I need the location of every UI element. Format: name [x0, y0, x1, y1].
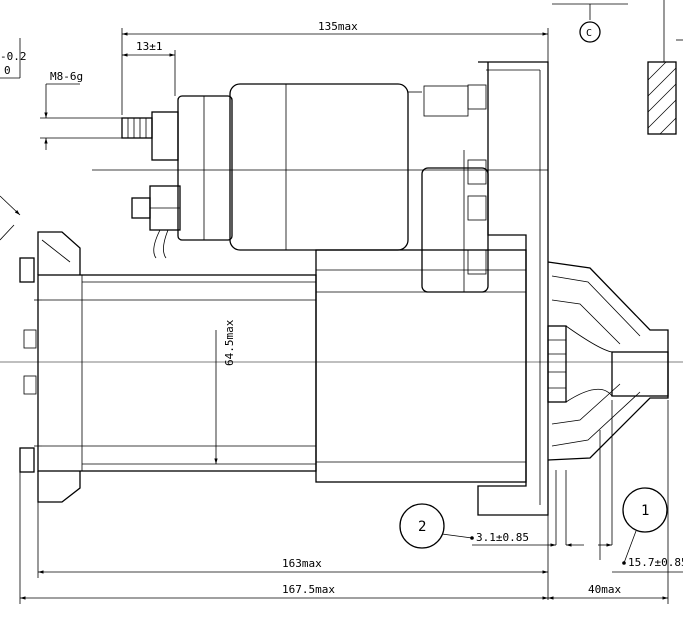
drive-housing [315, 61, 549, 516]
callout-balloon-c: C [579, 4, 601, 43]
dim-13-label: 13±1 [136, 40, 163, 53]
dim-15-7: 15.7±0.85 [598, 543, 683, 573]
callout-1-label: 1 [641, 503, 649, 519]
dim-163: 163max [37, 502, 549, 600]
dim-163-label: 163max [282, 557, 322, 570]
dim-64: 64.5max [214, 319, 236, 464]
tol-top-label: -0.2 [0, 50, 27, 63]
dim-64-label: 64.5max [223, 319, 236, 366]
solenoid [121, 83, 469, 259]
dim-40: 40max [548, 400, 669, 604]
callout-balloon-1: 1 [622, 487, 668, 564]
dim-40-label: 40max [588, 583, 621, 596]
dim-13: 13±1 [122, 40, 176, 96]
dim-15-7-label: 15.7±0.85 [628, 556, 683, 569]
tol-bottom-label: 0 [4, 64, 11, 77]
thread-callout: M8-6g [40, 70, 122, 150]
callout-c-label: C [586, 28, 592, 39]
thread-label: M8-6g [50, 70, 83, 83]
dim-135: 135max [121, 20, 549, 115]
dim-167-label: 167.5max [282, 583, 335, 596]
callout-2-label: 2 [418, 519, 426, 535]
dim-3-1-label: 3.1±0.85 [476, 531, 529, 544]
dim-135-label: 135max [318, 20, 358, 33]
section-detail [552, 0, 683, 135]
tolerance-fragment: -0.2 0 [0, 38, 27, 241]
callout-balloon-2: 2 [399, 503, 473, 549]
dim-3-1: 3.1±0.85 [470, 531, 584, 547]
motor-body [19, 231, 317, 503]
pinion-nose [547, 261, 669, 545]
dim-167: 167.5max [19, 472, 548, 604]
